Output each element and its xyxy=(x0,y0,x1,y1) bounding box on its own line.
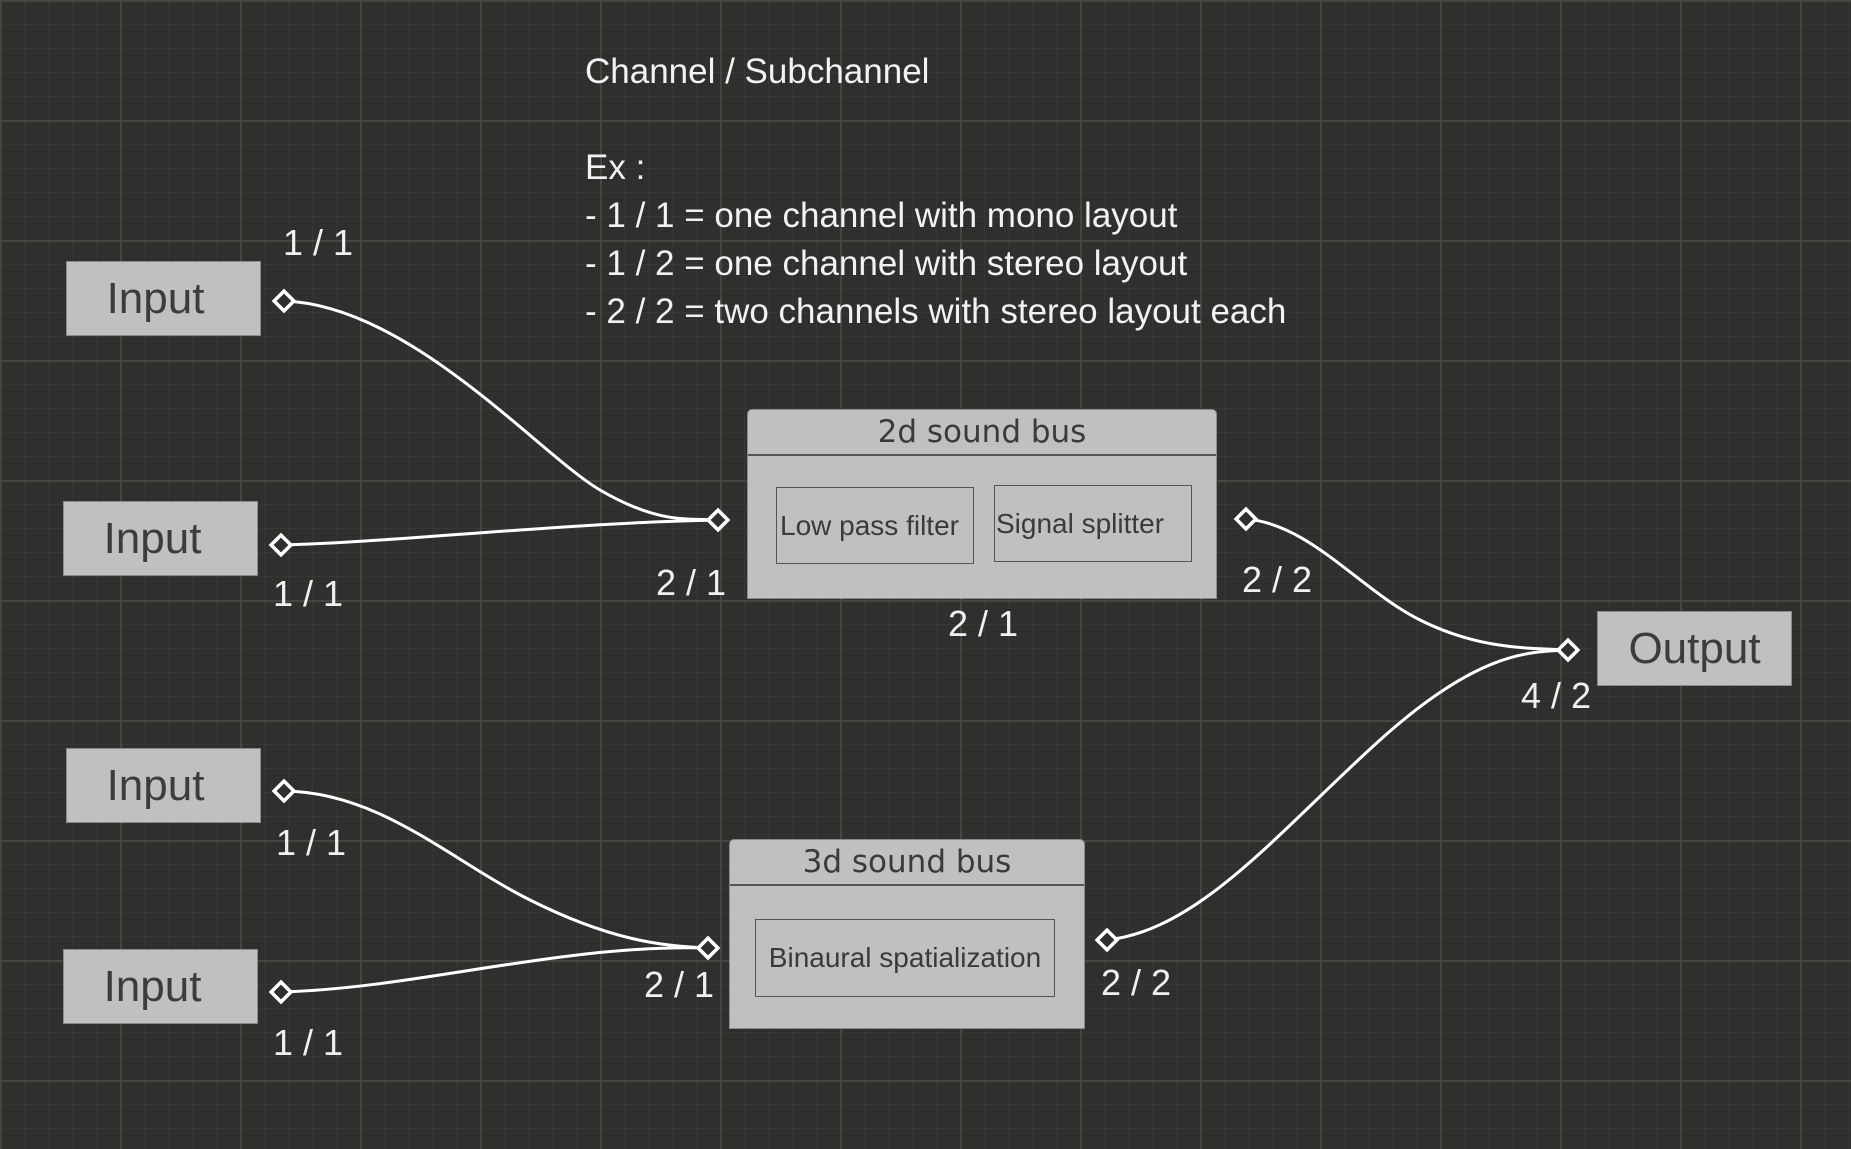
channel-legend: Channel / Subchannel Ex : - 1 / 1 = one … xyxy=(585,48,1286,336)
port-2dbus-in[interactable] xyxy=(705,507,731,533)
legend-line: Channel / Subchannel xyxy=(585,52,930,91)
port-output-in[interactable] xyxy=(1555,637,1581,663)
legend-line: - 2 / 2 = two channels with stereo layou… xyxy=(585,292,1287,331)
2d-bus-in-channel-label: 2 / 1 xyxy=(656,562,727,603)
2d-bus-internal-channel-label: 2 / 1 xyxy=(948,603,1019,644)
2d-sound-bus-node[interactable]: 2d sound bus Low pass filter Signal spli… xyxy=(747,409,1217,599)
legend-line: - 1 / 1 = one channel with mono layout xyxy=(585,196,1178,235)
output-channel-label: 4 / 2 xyxy=(1521,675,1592,716)
module-label: Low pass filter xyxy=(780,509,959,541)
input-node-label: Input xyxy=(106,273,205,323)
port-2dbus-out[interactable] xyxy=(1233,506,1259,532)
input-node-label: Input xyxy=(106,760,205,810)
input-node-label: Input xyxy=(103,961,202,1011)
module-label: Binaural spatialization xyxy=(768,942,1042,973)
input-node-label: Input xyxy=(103,513,202,563)
input-node-1[interactable]: Input xyxy=(66,261,261,336)
port-input1-out[interactable] xyxy=(271,288,297,314)
legend-line xyxy=(585,96,1286,144)
bus-title: 3d sound bus xyxy=(730,840,1084,886)
signal-splitter-module[interactable]: Signal splitter xyxy=(994,485,1192,562)
3d-sound-bus-node[interactable]: 3d sound bus Binaural spatialization xyxy=(729,839,1085,1029)
2d-bus-out-channel-label: 2 / 2 xyxy=(1242,559,1313,600)
input-node-4[interactable]: Input xyxy=(63,949,258,1024)
bus-title: 2d sound bus xyxy=(748,410,1216,456)
wire-input2-to-2dbus xyxy=(280,518,719,547)
wire-input1-to-2dbus xyxy=(283,299,719,522)
input-node-2[interactable]: Input xyxy=(63,501,258,576)
wire-input4-to-3dbus xyxy=(280,946,709,994)
module-label: Signal splitter xyxy=(996,507,1165,539)
3d-bus-out-channel-label: 2 / 2 xyxy=(1101,962,1172,1003)
low-pass-filter-module[interactable]: Low pass filter xyxy=(776,487,974,564)
wire-2dbus-to-output xyxy=(1245,517,1569,652)
input-2-channel-label: 1 / 1 xyxy=(273,573,344,614)
input-3-channel-label: 1 / 1 xyxy=(276,822,347,863)
legend-line: Ex : xyxy=(585,148,646,187)
3d-bus-in-channel-label: 2 / 1 xyxy=(644,964,715,1005)
input-4-channel-label: 1 / 1 xyxy=(273,1022,344,1063)
input-node-3[interactable]: Input xyxy=(66,748,261,823)
wire-input3-to-3dbus xyxy=(283,789,709,950)
output-node-label: Output xyxy=(1628,623,1761,673)
input-1-channel-label: 1 / 1 xyxy=(283,222,354,263)
wire-3dbus-to-output xyxy=(1106,648,1569,942)
port-input4-out[interactable] xyxy=(268,979,294,1005)
port-input3-out[interactable] xyxy=(271,778,297,804)
binaural-spatialization-module[interactable]: Binaural spatialization xyxy=(755,919,1055,997)
legend-line: - 1 / 2 = one channel with stereo layout xyxy=(585,244,1188,283)
port-input2-out[interactable] xyxy=(268,532,294,558)
port-3dbus-out[interactable] xyxy=(1094,927,1120,953)
port-3dbus-in[interactable] xyxy=(695,935,721,961)
output-node[interactable]: Output xyxy=(1597,611,1792,686)
